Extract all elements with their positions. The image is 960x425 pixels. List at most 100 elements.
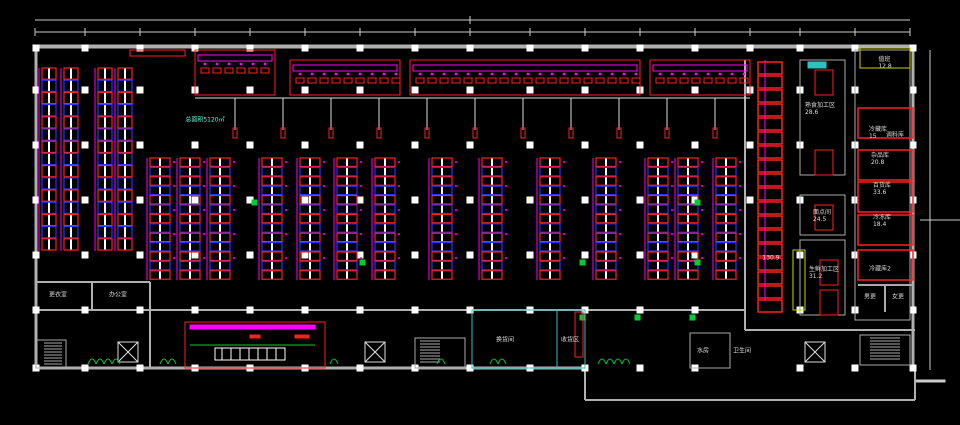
shelf-unit	[63, 177, 79, 190]
shelf-unit	[117, 152, 133, 166]
shelf-divider	[271, 205, 273, 213]
shelf-divider	[657, 214, 659, 223]
shelf-divider	[70, 239, 72, 250]
fixture-point	[563, 161, 565, 163]
shelf-divider	[549, 167, 551, 176]
room-area: 33.6	[872, 189, 887, 196]
shelf-divider	[124, 190, 126, 201]
shelf-unit	[481, 157, 503, 167]
structural-column	[81, 44, 89, 52]
shelf-unit	[41, 128, 57, 141]
shelf-divider	[219, 186, 221, 195]
shelf-unit	[374, 195, 396, 205]
shelf-divider	[687, 233, 689, 242]
fixture-point	[563, 209, 565, 211]
shelf-unit	[117, 140, 133, 153]
equipment	[212, 67, 222, 74]
structural-column	[411, 196, 419, 204]
outlet-point	[334, 72, 338, 76]
shelf-divider	[491, 158, 493, 166]
shelf-divider	[549, 158, 551, 166]
shelf-divider	[219, 214, 221, 223]
outlet-point	[610, 72, 614, 76]
fixture-point	[739, 161, 741, 163]
structural-column	[851, 364, 859, 372]
shelf-unit	[41, 165, 57, 178]
shelf-divider	[725, 205, 727, 213]
shelf-divider	[605, 177, 607, 185]
equipment	[224, 67, 234, 74]
shelf-divider	[48, 178, 50, 189]
shelf-divider	[346, 252, 348, 260]
equipment	[655, 77, 665, 84]
shelf-unit	[179, 204, 201, 214]
fixture-point	[671, 209, 673, 211]
room-name: 卫生间	[732, 347, 752, 355]
shelf-unit	[41, 67, 57, 80]
shelf-unit	[97, 91, 113, 105]
structural-column	[411, 306, 419, 314]
shelf-unit	[179, 166, 201, 177]
fixture-point	[398, 257, 400, 259]
shelf-divider	[605, 214, 607, 223]
shelf-unit	[63, 67, 79, 80]
shelf-divider	[549, 252, 551, 260]
shelf-unit	[595, 195, 617, 205]
shelf-divider	[189, 214, 191, 223]
equipment	[631, 77, 641, 84]
outlet-point	[298, 72, 302, 76]
fixture-point	[455, 185, 457, 187]
processing-room	[799, 59, 846, 176]
fixture-point	[455, 257, 457, 259]
shelf-unit	[179, 185, 201, 196]
shelf-divider	[441, 158, 443, 166]
cold-case	[757, 187, 783, 201]
shelf-unit	[299, 213, 321, 224]
room-name: 百货库	[872, 182, 892, 189]
shelf-divider	[346, 186, 348, 195]
marker	[249, 334, 261, 339]
structural-column	[909, 364, 917, 372]
shelf-unit	[336, 176, 358, 186]
equipment	[427, 77, 437, 84]
equipment	[307, 77, 317, 84]
storage-block	[854, 49, 911, 321]
shelf-divider	[159, 196, 161, 204]
shelf-divider	[309, 186, 311, 195]
shelf-divider	[124, 105, 126, 116]
shelf-unit	[261, 232, 283, 243]
room-name: 130.9	[762, 254, 780, 262]
equipment-rack	[792, 249, 806, 311]
drop-box	[232, 127, 238, 139]
shelf-divider	[189, 186, 191, 195]
structural-column	[796, 44, 804, 52]
shelf-divider	[70, 92, 72, 104]
cold-case	[757, 159, 783, 173]
shelf-unit	[647, 242, 669, 252]
shelf-unit	[715, 260, 737, 271]
shelf-unit	[539, 176, 561, 186]
shelf-unit	[539, 166, 561, 177]
shelf-divider	[384, 196, 386, 204]
shelf-divider	[491, 196, 493, 204]
shelf-unit	[595, 251, 617, 261]
shelf-divider	[657, 224, 659, 232]
cold-case	[757, 75, 783, 89]
fixture-point	[739, 257, 741, 259]
shelf-unit	[63, 91, 79, 105]
fixture-point	[739, 233, 741, 235]
shelf-unit	[209, 166, 231, 177]
shelf-unit	[677, 223, 699, 233]
equipment	[355, 77, 365, 84]
shelf-divider	[271, 252, 273, 260]
shelf-divider	[159, 261, 161, 270]
shelf-divider	[605, 224, 607, 232]
shelf-divider	[159, 233, 161, 242]
shelf-divider	[687, 271, 689, 279]
structural-column	[32, 86, 40, 94]
shelf-unit	[336, 195, 358, 205]
equipment	[679, 77, 689, 84]
shelf-unit	[149, 195, 171, 205]
structural-column	[301, 251, 309, 259]
